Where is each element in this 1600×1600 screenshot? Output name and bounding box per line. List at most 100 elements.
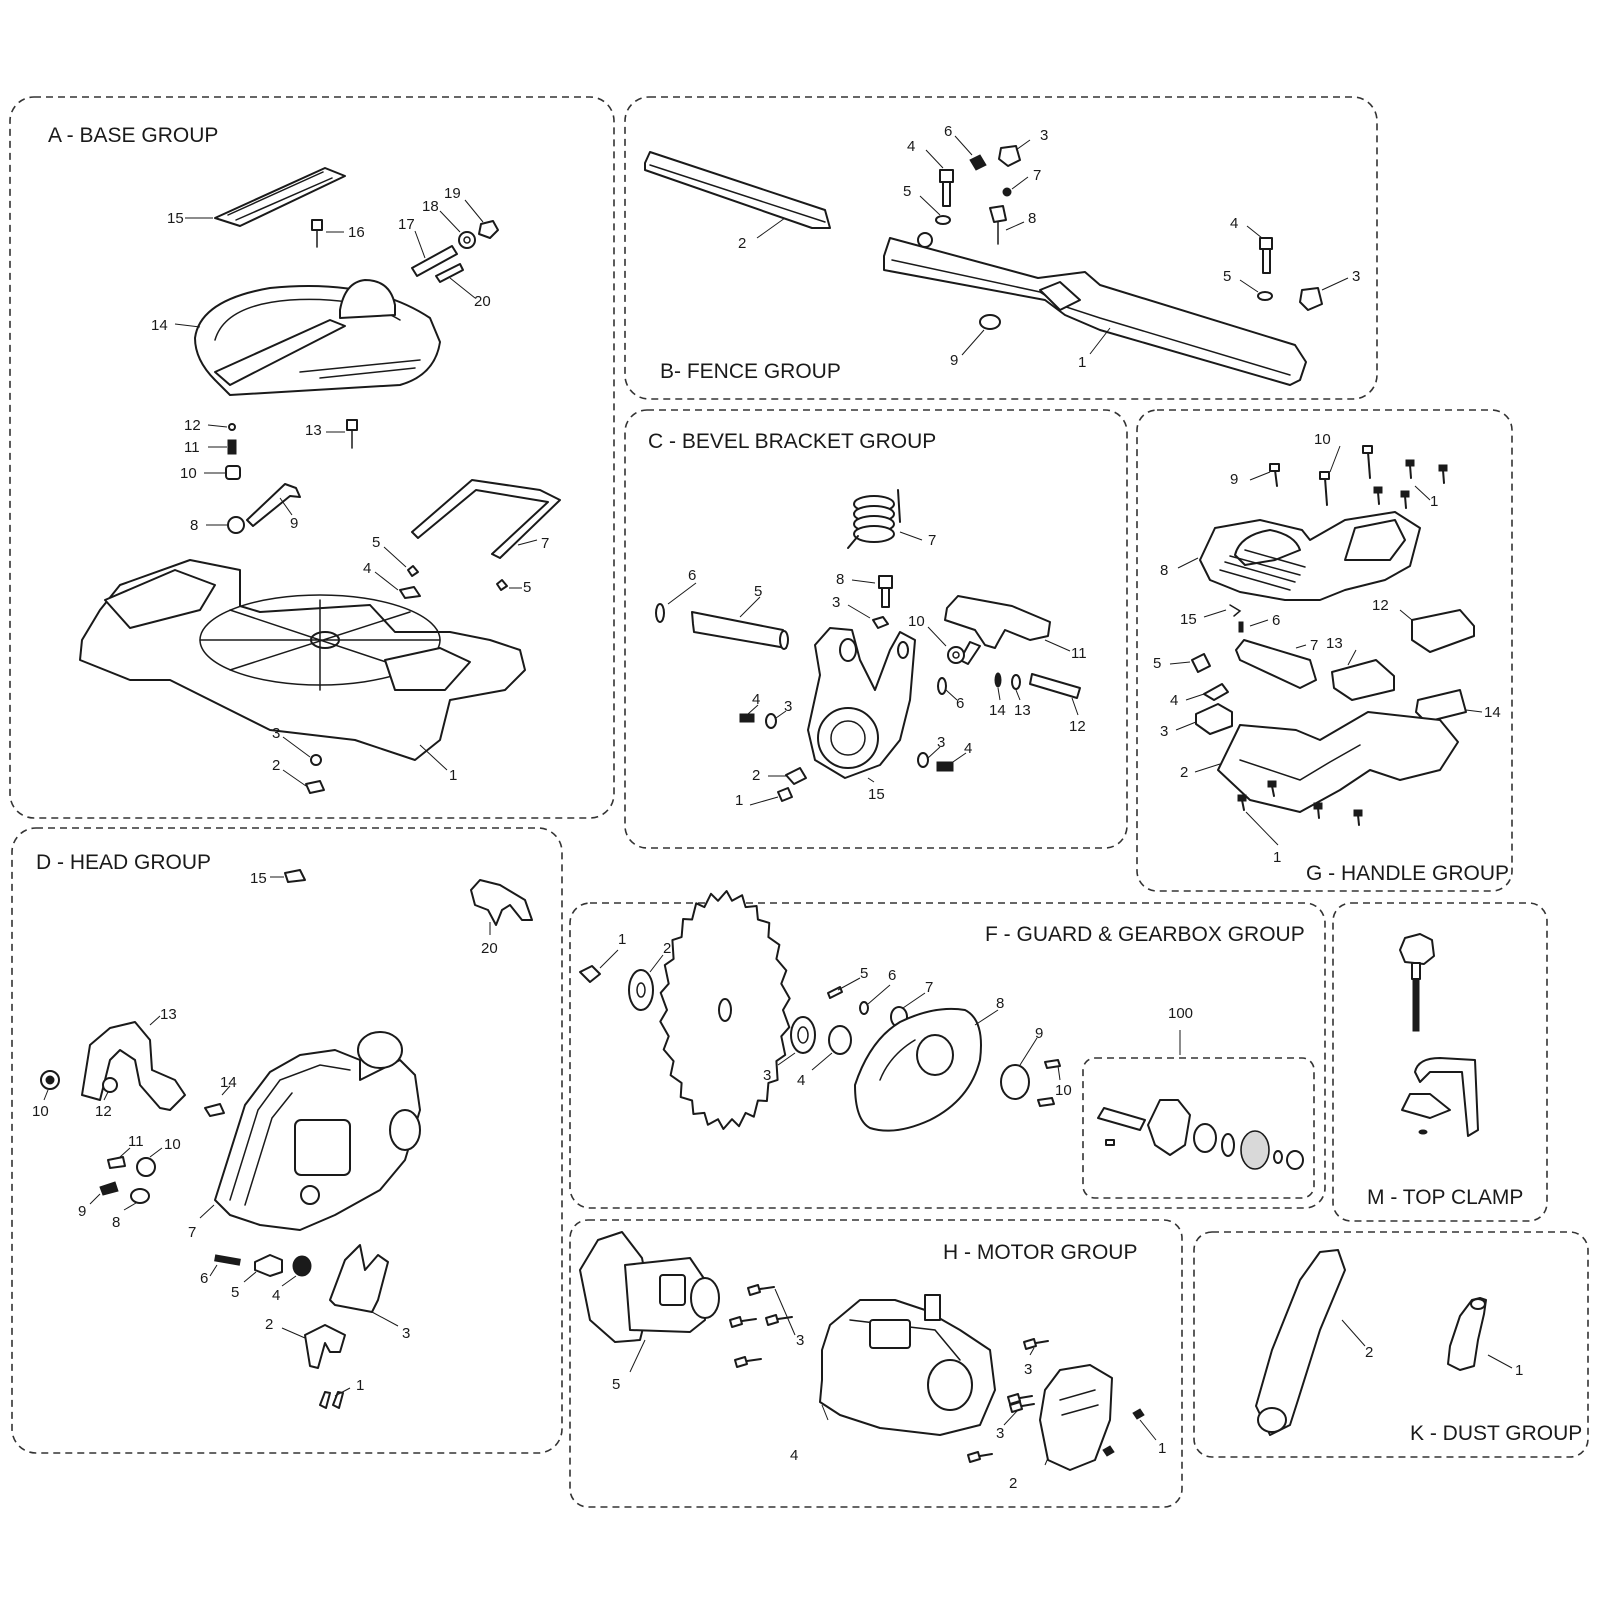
fence-label-5a: 5 (903, 183, 911, 200)
bevel-nut-3b (765, 713, 777, 729)
handle-bottom-housing-2 (1217, 711, 1459, 813)
guard-inner-8 (854, 1007, 982, 1132)
bevel-pin-12 (1029, 673, 1081, 699)
base-nut-19 (478, 220, 499, 239)
base-group: A - BASE GROUP (9, 96, 615, 819)
base-label-1: 1 (449, 767, 457, 784)
bevel-label-6b: 6 (956, 695, 964, 712)
head-screw-9 (99, 1181, 119, 1196)
base-knob-8 (227, 516, 245, 534)
bevel-label-12: 12 (1069, 718, 1086, 735)
handle-label-3: 3 (1160, 723, 1168, 740)
bevel-shaft-5 (691, 611, 787, 649)
fence-bolt-4a (939, 169, 954, 207)
bevel-bolt-8 (878, 575, 893, 608)
dust-adapter (1447, 1297, 1487, 1371)
guard-gearbox-group-title: F - GUARD & GEARBOX GROUP (985, 923, 1305, 946)
gearbox-gear (1240, 1130, 1270, 1170)
head-group-title: D - HEAD GROUP (36, 851, 211, 874)
head-washer-10b (136, 1157, 156, 1177)
dust-group-frame (1193, 1231, 1589, 1458)
motor-screws-1 (1102, 1408, 1145, 1457)
head-bulb-5 (254, 1254, 283, 1277)
guard-label-5: 5 (860, 965, 868, 982)
bevel-label-4b: 4 (964, 740, 972, 757)
base-label-18: 18 (422, 198, 439, 215)
base-bolt-16 (311, 219, 323, 248)
head-clip-2 (304, 1324, 346, 1369)
handle-label-14: 14 (1484, 704, 1501, 721)
base-nut-2 (305, 780, 325, 794)
base-label-15: 15 (167, 210, 184, 227)
base-label-20: 20 (474, 293, 491, 310)
handle-screws-bottom (1237, 780, 1363, 826)
handle-label-6: 6 (1272, 612, 1280, 629)
base-screw-5b (407, 565, 419, 577)
guard-bearing-3 (790, 1016, 816, 1054)
bevel-label-13: 13 (1014, 702, 1031, 719)
base-label-4: 4 (363, 560, 371, 577)
base-label-14: 14 (151, 317, 168, 334)
head-bolt-11 (107, 1156, 126, 1169)
fence-label-1: 1 (1078, 354, 1086, 371)
guard-label-9: 9 (1035, 1025, 1043, 1042)
handle-board-14 (1415, 689, 1467, 723)
gearbox-bushing (1286, 1150, 1304, 1170)
motor-label-3b: 3 (1024, 1361, 1032, 1378)
handle-label-5: 5 (1153, 655, 1161, 672)
base-casting (79, 559, 526, 761)
fence-main (883, 232, 1307, 386)
head-label-3: 3 (402, 1325, 410, 1342)
fence-group-title: B- FENCE GROUP (660, 360, 841, 383)
fence-nut-7 (1002, 187, 1012, 197)
bevel-label-3c: 3 (937, 734, 945, 751)
top-clamp-screw (1399, 933, 1435, 1032)
fence-label-2: 2 (738, 235, 746, 252)
guard-label-100: 100 (1168, 1005, 1193, 1022)
guard-flange-2 (628, 969, 654, 1011)
bevel-label-6a: 6 (688, 567, 696, 584)
handle-label-9: 9 (1230, 471, 1238, 488)
handle-label-8: 8 (1160, 562, 1168, 579)
bevel-washer-10 (947, 646, 965, 664)
fence-washer-5b (1257, 291, 1273, 301)
base-label-5a: 5 (372, 534, 380, 551)
base-label-11: 11 (184, 439, 200, 456)
base-label-8: 8 (190, 517, 198, 534)
handle-label-1a: 1 (1430, 493, 1438, 510)
bevel-label-11: 11 (1071, 645, 1087, 662)
base-pivot-pin-17 (411, 245, 458, 277)
base-label-17: 17 (398, 216, 415, 233)
handle-label-1b: 1 (1273, 849, 1281, 866)
bevel-ring-6b (937, 677, 947, 695)
fence-screw-6 (969, 154, 987, 171)
guard-gearbox-group: F - GUARD & GEARBOX GROUP (569, 890, 1326, 1209)
handle-switch-3 (1195, 703, 1233, 735)
bevel-torsion-spring-7 (847, 489, 901, 549)
handle-label-10: 10 (1314, 431, 1331, 448)
fence-label-8: 8 (1028, 210, 1036, 227)
motor-label-3c: 3 (996, 1425, 1004, 1442)
guard-label-4: 4 (797, 1072, 805, 1089)
head-group-frame (11, 827, 563, 1454)
guard-washer-6 (859, 1001, 869, 1015)
base-insert-plate (214, 167, 346, 227)
base-ball-12 (228, 423, 236, 431)
head-pin-15 (284, 869, 306, 883)
handle-lever-7 (1235, 639, 1317, 689)
motor-group-frame (569, 1219, 1183, 1508)
fence-facing-plate (644, 151, 831, 229)
base-extension-rod-7 (411, 479, 561, 559)
base-label-16: 16 (348, 224, 365, 241)
fence-label-9: 9 (950, 352, 958, 369)
bevel-label-10: 10 (908, 613, 925, 630)
gearbox-shaft (1097, 1107, 1146, 1131)
motor-armature-5 (579, 1231, 720, 1343)
base-label-3: 3 (272, 725, 280, 742)
head-label-6: 6 (200, 1270, 208, 1287)
bevel-bracket-group-title: C - BEVEL BRACKET GROUP (648, 430, 936, 453)
handle-label-12: 12 (1372, 597, 1389, 614)
base-group-title: A - BASE GROUP (48, 124, 218, 147)
gearbox-circlip (1221, 1133, 1235, 1157)
